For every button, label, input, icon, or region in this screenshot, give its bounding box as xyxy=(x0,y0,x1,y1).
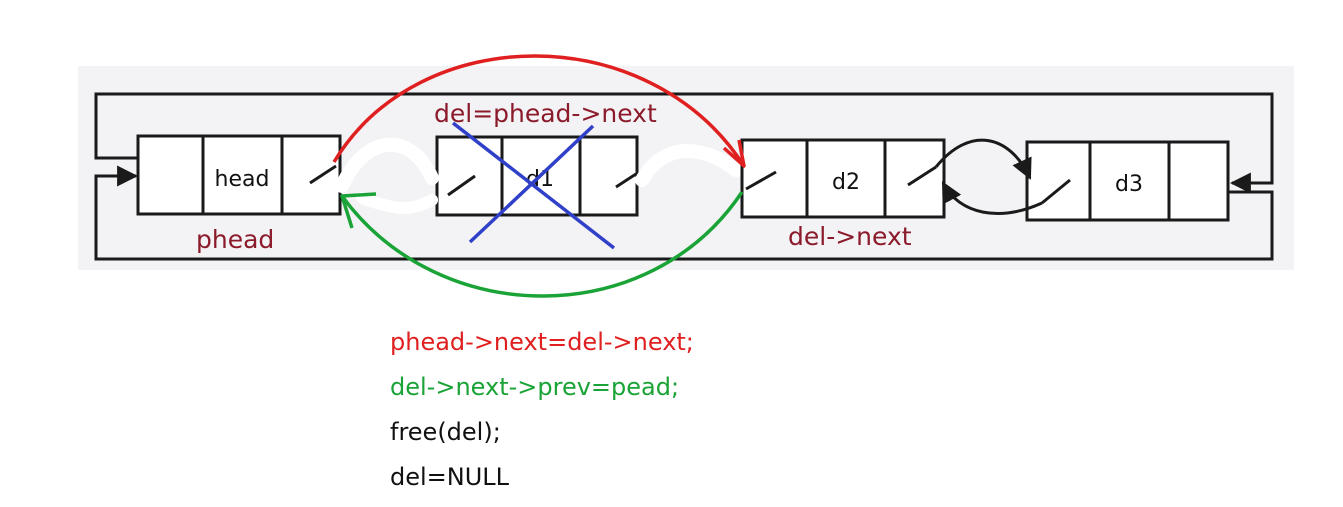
node-d3-label: d3 xyxy=(1115,172,1143,197)
green-arrowhead xyxy=(340,192,377,229)
node-d1: d1 xyxy=(435,135,639,217)
link-d3-prev-d2 xyxy=(941,181,1043,215)
node-d2: d2 xyxy=(740,138,946,219)
link-d2-next-d3 xyxy=(934,138,1032,180)
erased-link-right xyxy=(635,144,743,187)
red-arrow-next xyxy=(332,54,746,167)
blue-cross-2 xyxy=(468,124,595,244)
code-line-1: phead->next=del->next; xyxy=(390,328,694,356)
code-line-2: del->next->prev=pead; xyxy=(390,373,680,401)
red-arrowhead xyxy=(722,139,746,168)
node-d3: d3 xyxy=(1025,140,1230,222)
node-d1-label: d1 xyxy=(526,167,554,192)
erased-link-left xyxy=(335,137,439,193)
label-del-phead-next: del=phead->next xyxy=(434,99,657,128)
wrap-link-top xyxy=(94,92,1274,194)
green-arrow-prev xyxy=(340,191,744,298)
code-line-4: del=NULL xyxy=(390,463,510,491)
label-del-next: del->next xyxy=(788,222,912,251)
code-block: phead->next=del->next; del->next->prev=p… xyxy=(390,322,694,502)
code-line-3: free(del); xyxy=(390,418,501,446)
node-d2-label: d2 xyxy=(832,170,860,195)
wrap-link-bottom xyxy=(94,165,1274,261)
node-head: head xyxy=(136,134,342,216)
blue-cross-1 xyxy=(451,121,616,250)
erased-link-left-back xyxy=(356,192,438,215)
node-head-label: head xyxy=(215,167,270,192)
label-phead: phead xyxy=(196,225,274,254)
